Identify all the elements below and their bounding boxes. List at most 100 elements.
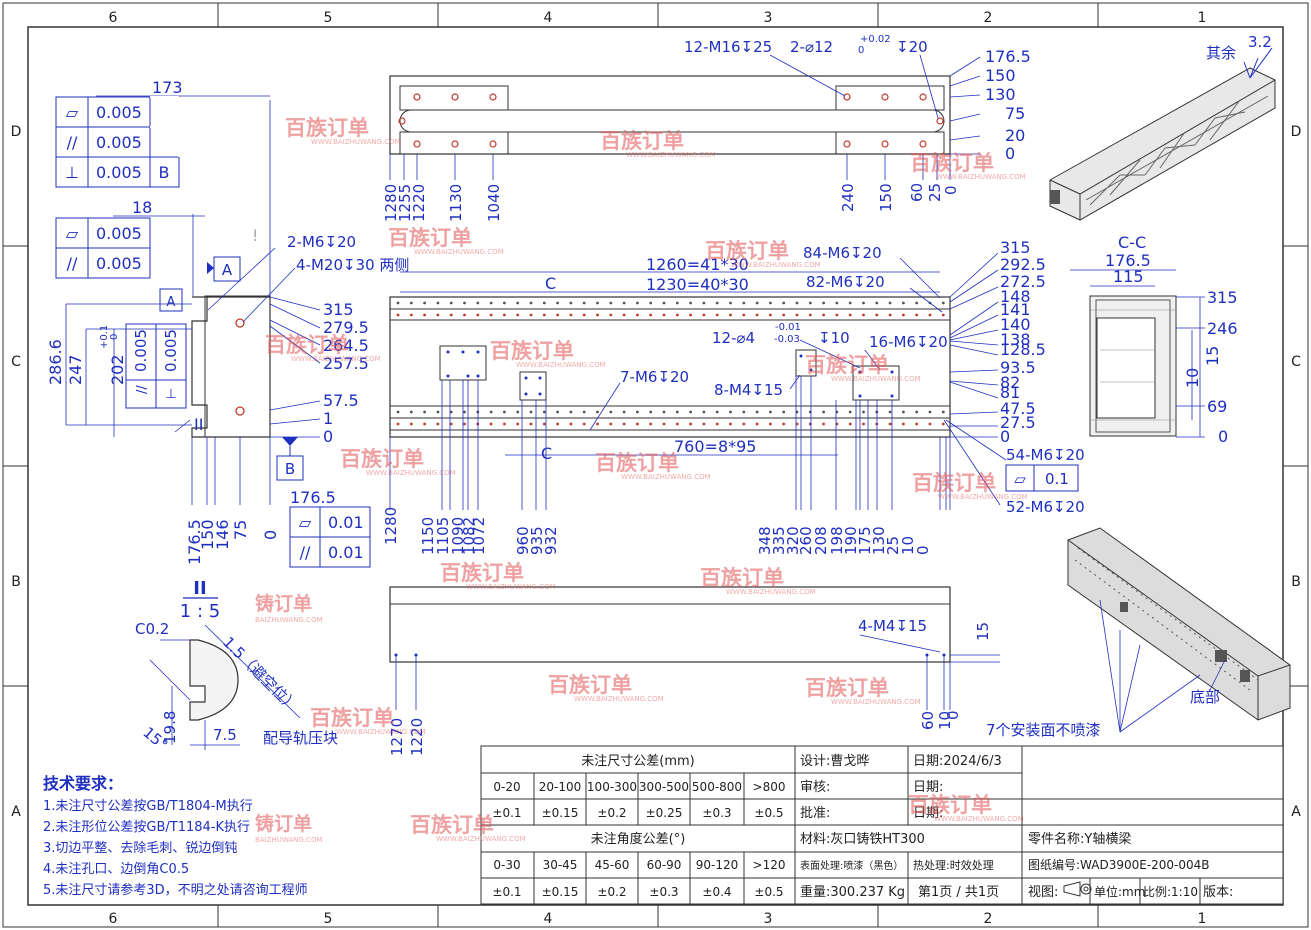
- callout-1230: 1230=40*30: [646, 275, 749, 294]
- top-dim-150: 150: [985, 66, 1016, 85]
- front-bdim-17: 130: [870, 526, 888, 555]
- tb-lin-range-1: 20-100: [539, 780, 582, 794]
- tb-ang-title: 未注角度公差(°): [591, 831, 686, 847]
- tb-ang-range-3: 60-90: [647, 858, 682, 872]
- dim-176-5-label: 176.5: [290, 488, 336, 507]
- zone-top-3: 3: [764, 10, 773, 26]
- lbdim-176-5: 176.5: [185, 519, 204, 565]
- tb-lin-tol-1: ±0.15: [542, 806, 579, 820]
- lbdim-75: 75: [231, 520, 250, 540]
- watermark-url-13: WWW.BAIZHUWANG.COM: [574, 695, 664, 703]
- callout-4-m20: 4-M20↧30 两侧: [296, 256, 409, 274]
- gdt2-sym-1: //: [67, 254, 78, 273]
- watermark-brand-16: 百族订单: [410, 813, 494, 837]
- excl-mark: !: [252, 226, 258, 245]
- callout-54-m6: 54-M6↧20: [1006, 446, 1085, 464]
- section-cc-315: 315: [1207, 288, 1238, 307]
- watermark-url-9: WWW.BAIZHUWANG.COM: [621, 473, 711, 481]
- iso-view-top: 其余 3.2: [1049, 33, 1276, 221]
- callout-760: 760=8*95: [674, 437, 756, 456]
- tb-ang-tol-1: ±0.15: [542, 885, 579, 899]
- zone-left-B: B: [11, 574, 21, 590]
- iso-roughness: 3.2: [1248, 33, 1272, 51]
- top-bdim-150: 150: [877, 183, 895, 212]
- zone-bottom-3: 3: [764, 911, 773, 927]
- callout-12-d4: 12-⌀4: [712, 329, 755, 347]
- left-view: 173 18 ! 2-M6↧20 4-M20↧30 两侧 315 279.5 2…: [46, 78, 409, 568]
- front-bdim-11: 320: [784, 526, 802, 555]
- tb-lin-tol-3: ±0.25: [646, 806, 683, 820]
- zone-bottom-6: 6: [109, 911, 118, 927]
- watermark-brand-2: 百族订单: [910, 151, 994, 175]
- flatness-sym: ▱: [1014, 470, 1026, 488]
- watermark-brand-7: 百族订单: [805, 353, 889, 377]
- watermark-url-12: WWW.BAIZHUWANG.COM: [726, 588, 816, 596]
- tb-ang-range-0: 0-30: [493, 858, 520, 872]
- watermark-brand-8: 百族订单: [340, 447, 424, 471]
- zone-top-6: 6: [109, 10, 118, 26]
- lbdim-146: 146: [213, 519, 232, 550]
- gdt2-val-1: 0.005: [96, 254, 142, 273]
- top-dim-20: 20: [1005, 126, 1025, 145]
- watermark-url-6: WWW.BAIZHUWANG.COM: [516, 361, 606, 369]
- watermark-brand-13: 百族订单: [548, 673, 632, 697]
- ldim-286-6: 286.6: [46, 339, 65, 385]
- gdt1-sym-1: //: [67, 133, 78, 152]
- callout-84-m6: 84-M6↧20: [803, 244, 882, 262]
- watermark-url-1: WWW.BAIZHUWANG.COM: [626, 151, 716, 159]
- watermark-brand-9: 百族订单: [595, 451, 679, 475]
- gdt-vert-sym-1: ⊥: [165, 387, 176, 402]
- gdt-vert-1: 0.005: [162, 329, 180, 372]
- front-rdim-8: 93.5: [1000, 358, 1036, 377]
- tb-review: 审核:: [800, 780, 830, 795]
- tech-requirements: 技术要求： 1.未注尺寸公差按GB/T1804-M执行 2.未注形位公差按GB/…: [43, 774, 308, 898]
- watermark-url-2: WWW.BAIZHUWANG.COM: [936, 173, 1026, 181]
- tb-scale: 比例:1:10: [1143, 885, 1198, 899]
- watermark-partial-1: 铸订单: [255, 812, 312, 835]
- top-view: 12-M16↧25 2-⌀12 +0.02 0 ↧20 176.5 150 13…: [382, 34, 1031, 222]
- top-bdim-1130: 1130: [447, 184, 465, 222]
- ldim-202-lower: 0: [109, 334, 120, 340]
- front-bdim-2: 1105: [434, 517, 452, 555]
- zone-top-2: 2: [984, 10, 993, 26]
- front-bdim-18: 25: [884, 536, 902, 555]
- ldim-0: 0: [323, 427, 333, 446]
- zone-top-1: 1: [1198, 10, 1207, 26]
- tech-item-5: 5.未注尺寸请参考3D，不明之处请咨询工程师: [43, 882, 308, 898]
- watermark-url-14: WWW.BAIZHUWANG.COM: [831, 698, 921, 706]
- front-bdim-12: 260: [797, 526, 815, 555]
- datum-a-small: A: [167, 295, 176, 310]
- front-rdim-11: 47.5: [1000, 399, 1036, 418]
- zone-bottom-2: 2: [984, 911, 993, 927]
- gdt1-val-1: 0.005: [96, 133, 142, 152]
- section-cc: C-C 176.5 115 315 246 15 10 69 0: [1070, 233, 1238, 446]
- ldim-264-5: 264.5: [323, 336, 369, 355]
- tb-design: 设计:曹戈晔: [800, 754, 869, 769]
- front-rdim-9: 82: [1000, 373, 1020, 392]
- tb-lin-tol-5: ±0.5: [754, 806, 783, 820]
- tb-drawing-no: 图纸编号:WAD3900E-200-004B: [1028, 857, 1210, 872]
- tb-ang-tol-3: ±0.3: [649, 885, 678, 899]
- tb-approve: 批准:: [800, 806, 830, 821]
- watermark-url-7: WWW.BAIZHUWANG.COM: [831, 375, 921, 383]
- callout-1260: 1260=41*30: [646, 255, 749, 274]
- detail-rail-clamp: 配导轨压块: [263, 729, 338, 747]
- top-bdim-0: 0: [942, 185, 960, 195]
- front-rdim-2: 272.5: [1000, 272, 1046, 291]
- gdt-frame-3: [289, 506, 371, 568]
- callout-d4-upper: -0.01: [775, 322, 801, 333]
- section-cc-0: 0: [1218, 427, 1228, 446]
- front-bdim-1: 1150: [419, 517, 437, 555]
- bv-dim-1220: 1220: [408, 718, 426, 756]
- detail-7-5: 7.5: [213, 726, 237, 744]
- tb-ang-tol-2: ±0.2: [597, 885, 626, 899]
- hole-row-bottom-2: [396, 422, 945, 426]
- callout-7-m6: 7-M6↧20: [620, 368, 689, 386]
- callout-12-m16: 12-M16↧25: [684, 38, 772, 56]
- ldim-247: 247: [66, 354, 85, 385]
- tech-item-2: 2.未注形位公差按GB/T1184-K执行: [43, 820, 250, 835]
- zone-top-4: 4: [544, 10, 553, 26]
- tb-ang-tol-0: ±0.1: [492, 885, 521, 899]
- zone-left-A: A: [11, 804, 21, 820]
